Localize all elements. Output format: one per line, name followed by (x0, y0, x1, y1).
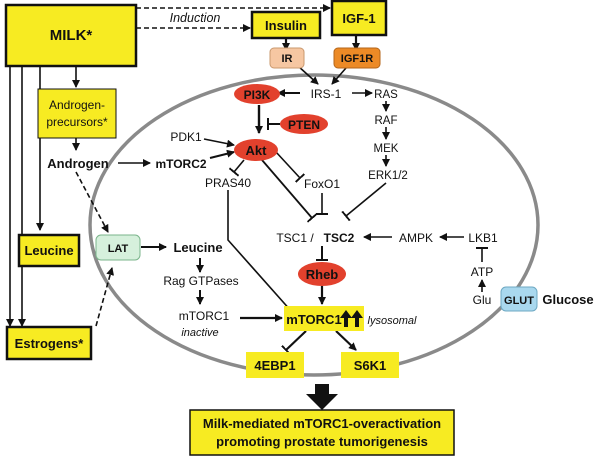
outcome-line2: promoting prostate tumorigenesis (216, 434, 428, 449)
edge-akt-tsc2 (261, 159, 318, 223)
glut-label: GLUT (504, 295, 534, 307)
ampk-label: AMPK (399, 231, 433, 245)
edge-mtorc1-4ebp1 (281, 330, 307, 356)
insulin-box (250, 10, 322, 40)
glu-label: Glu (473, 293, 492, 307)
igf1-box (330, 0, 388, 37)
raf-label: RAF (375, 115, 398, 127)
edge-akt-foxo1 (275, 151, 306, 183)
akt-node (234, 139, 278, 161)
akt-label: Akt (246, 143, 268, 158)
leucine-label: Leucine (173, 240, 222, 255)
pi3k-node (234, 84, 280, 104)
glut-transporter (500, 286, 538, 312)
edge-akt-pras40 (228, 159, 245, 177)
s6k1-box (341, 352, 399, 378)
edge-pras40-mtorc1 (227, 190, 298, 317)
erk-label: ERK1/2 (368, 170, 408, 182)
rheb-node (298, 262, 346, 286)
milk-box (4, 3, 138, 68)
edge-ir-irs1 (297, 65, 319, 85)
up-arrow-icon (340, 310, 352, 327)
mtorc1-active-box (284, 306, 364, 331)
estrogens-label: Estrogens* (15, 336, 85, 351)
lat-label: LAT (108, 243, 129, 255)
outcome-arrow (306, 384, 338, 410)
edge-igf1r-irs1 (331, 67, 347, 85)
edge-mtorc1-s6k1 (335, 330, 357, 351)
lkb1-label: LKB1 (468, 231, 498, 245)
s6k1-label: S6K1 (354, 358, 387, 373)
irs1-label: IRS-1 (311, 87, 342, 101)
mtorc2-label: mTORC2 (155, 157, 206, 171)
tsc2-label: TSC2 (324, 231, 355, 245)
mek-label: MEK (374, 143, 399, 155)
igf1r-receptor (333, 47, 381, 69)
inactive-label: inactive (181, 327, 218, 339)
edge-estrogens-lat (95, 267, 114, 327)
mtorc1-active-label: mTORC1 (286, 312, 341, 327)
insulin-label: Insulin (265, 18, 307, 33)
androgen-precursors-line1: Androgen- (49, 98, 105, 112)
pdk1-label: PDK1 (170, 130, 202, 144)
androgen-precursors-line2: precursors* (46, 115, 108, 129)
rag-label: Rag GTPases (163, 274, 238, 288)
tsc1-label: TSC1 / (276, 231, 314, 245)
estrogens-box (5, 325, 93, 361)
pi3k-label: PI3K (244, 88, 271, 102)
induction-label: Induction (170, 11, 221, 25)
edges (6, 4, 488, 356)
edge-pdk1-akt (203, 138, 235, 148)
glucose-label: Glucose (542, 292, 593, 307)
ir-receptor (269, 47, 305, 69)
rheb-label: Rheb (306, 267, 339, 282)
4ebp1-box (246, 352, 304, 378)
edge-erk-tsc2 (341, 182, 387, 222)
ir-label: IR (282, 53, 293, 65)
up-arrow-icon (351, 310, 363, 327)
androgen-label: Androgen (47, 156, 108, 171)
igf1-label: IGF-1 (342, 11, 375, 26)
edge-androgen-lat (75, 171, 109, 233)
lysosomal-label: lysosomal (368, 315, 417, 327)
leucine-box (17, 233, 81, 268)
pten-label: PTEN (288, 118, 320, 132)
foxo1-label: FoxO1 (304, 177, 340, 191)
atp-label: ATP (471, 265, 493, 279)
outcome-line1: Milk-mediated mTORC1-overactivation (203, 416, 441, 431)
lat-transporter (95, 234, 141, 261)
leucine-box-label: Leucine (24, 243, 73, 258)
outcome-box (189, 409, 455, 456)
mtorc1-inactive-label: mTORC1 (179, 309, 230, 323)
cell-membrane (88, 73, 540, 377)
milk-label: MILK* (50, 27, 93, 44)
pras40-label: PRAS40 (205, 176, 251, 190)
4ebp1-label: 4EBP1 (254, 358, 295, 373)
pten-node (280, 114, 328, 134)
ras-label: RAS (374, 89, 398, 101)
androgen-precursors-box (37, 88, 117, 139)
edge-mtorc2-akt (209, 149, 235, 159)
igf1r-label: IGF1R (341, 53, 373, 65)
